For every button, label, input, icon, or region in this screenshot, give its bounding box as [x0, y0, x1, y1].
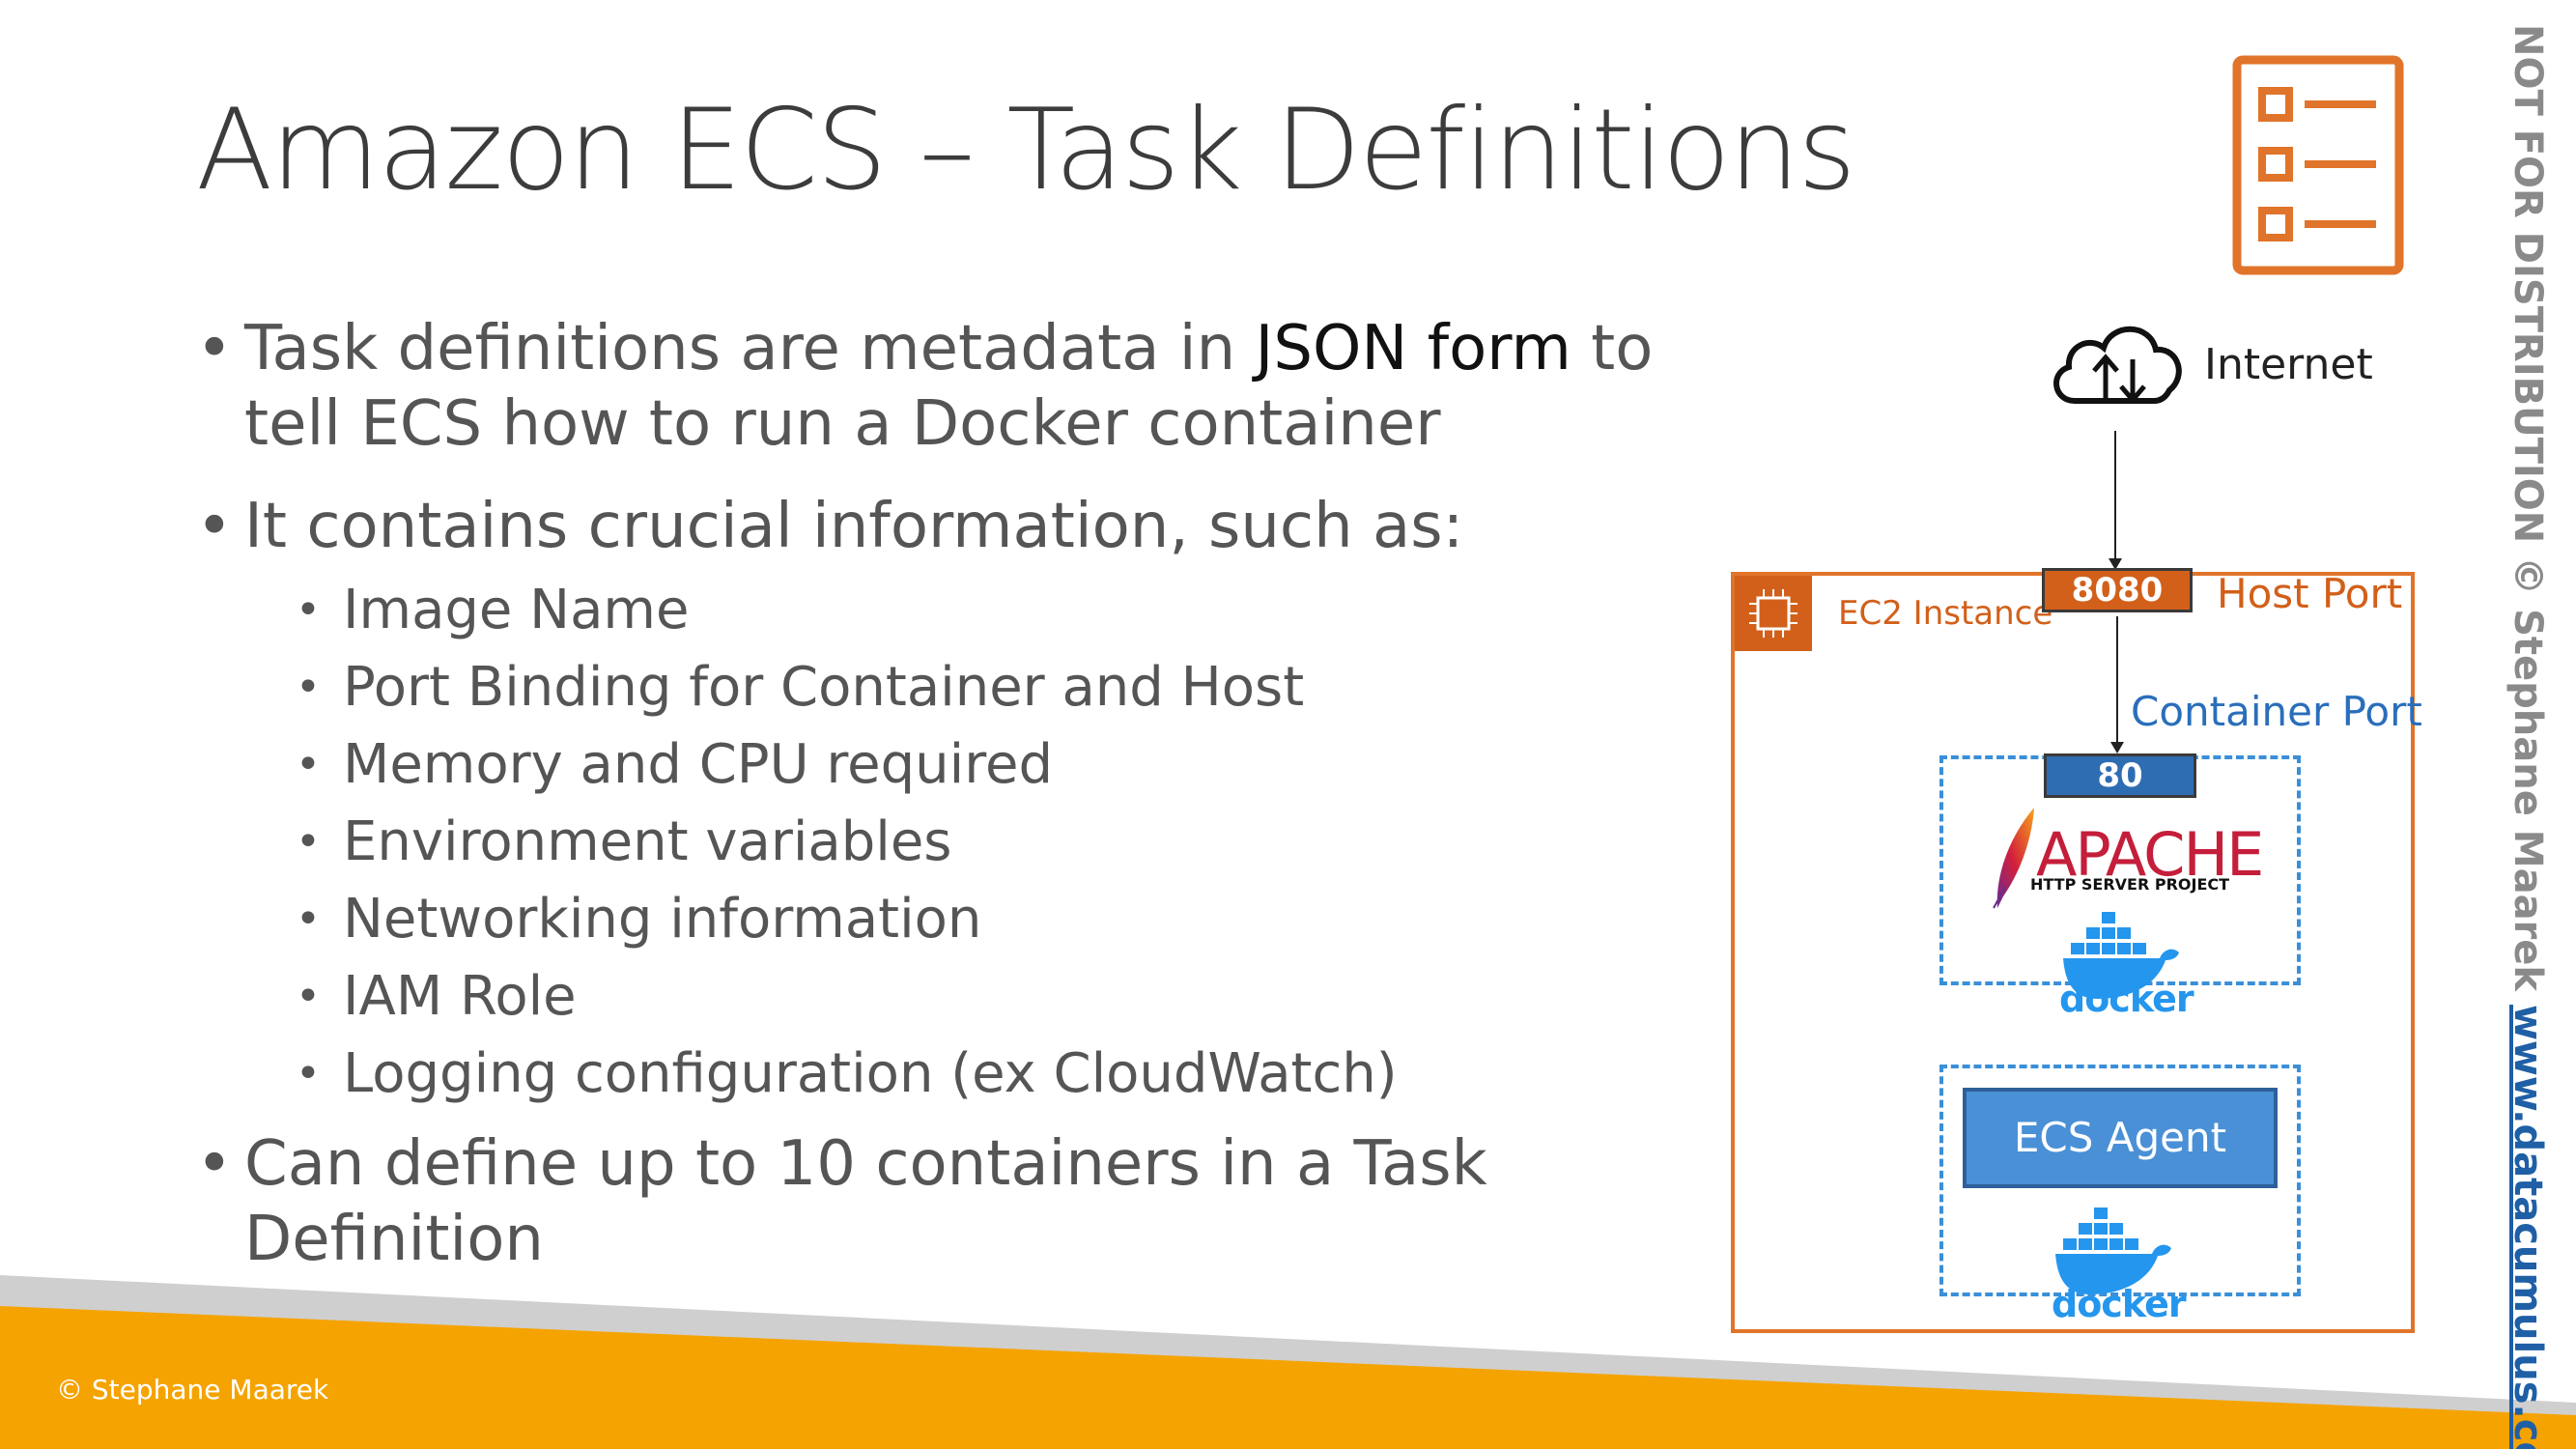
slide-title: Amazon ECS – Task Definitions — [196, 85, 1856, 215]
host-port-badge: 8080 — [2042, 568, 2193, 612]
sub-bullet-text: Networking information — [343, 888, 982, 951]
sub-bullet-item: • Logging configuration (ex CloudWatch) — [196, 1036, 1703, 1113]
bullet-dot: • — [296, 895, 321, 944]
apache-logo-text: APACHE — [2036, 819, 2264, 890]
sub-bullet-text: Environment variables — [343, 810, 952, 873]
sub-bullet-item: • Image Name — [196, 572, 1703, 649]
sub-bullet-item: • Memory and CPU required — [196, 726, 1703, 804]
internet-label: Internet — [2204, 340, 2373, 389]
sub-bullet-list: • Image Name • Port Binding for Container … — [196, 572, 1703, 1113]
bullet-dot: • — [196, 313, 233, 384]
sub-bullet-item: • Port Binding for Container and Host — [196, 649, 1703, 726]
watermark-text: NOT FOR DISTRIBUTION © Stephane Maarek — [2505, 24, 2550, 992]
bullet-item: • It contains crucial information, such … — [196, 489, 1703, 564]
sub-bullet-item: • IAM Role — [196, 958, 1703, 1036]
bullet-dot: • — [296, 663, 321, 712]
watermark-link[interactable]: www.datacumulus.com — [2505, 1004, 2550, 1449]
bullet-text-post: to tell ECS how to run a Docker containe… — [244, 313, 1654, 460]
docker-whale-icon — [2063, 912, 2179, 999]
ecs-agent-box: ECS Agent — [1963, 1088, 2278, 1188]
sub-bullet-text: Image Name — [343, 579, 690, 641]
task-definition-icon — [2232, 55, 2404, 275]
ec2-chip-icon — [1735, 576, 1812, 651]
sub-bullet-text: IAM Role — [343, 965, 577, 1028]
sub-bullet-item: • Environment variables — [196, 804, 1703, 881]
host-port-label: Host Port — [2217, 570, 2403, 617]
sub-bullet-text: Logging configuration (ex CloudWatch) — [343, 1042, 1398, 1105]
bullet-dot: • — [196, 491, 233, 562]
apache-feather-icon — [1993, 808, 2034, 909]
sub-bullet-text: Port Binding for Container and Host — [343, 656, 1305, 719]
docker-whale-icon — [2055, 1208, 2171, 1294]
docker-logo-text: docker — [2059, 978, 2194, 1020]
bullet-dot: • — [296, 740, 321, 789]
bullet-dot: • — [196, 1128, 233, 1200]
watermark: NOT FOR DISTRIBUTION © Stephane Maarek w… — [2505, 24, 2550, 1449]
connector-arrows — [2109, 431, 2124, 753]
bullet-list: • Task definitions are metadata in JSON … — [196, 311, 1703, 1304]
apache-logo-subtext: HTTP SERVER PROJECT — [2030, 875, 2230, 894]
sub-bullet-item: • Networking information — [196, 881, 1703, 958]
ecs-agent-container-box — [1939, 1065, 2301, 1296]
container-port-badge: 80 — [2044, 753, 2196, 798]
bullet-text-strong: JSON form — [1255, 313, 1571, 384]
bullet-dot: • — [296, 817, 321, 867]
bullet-dot: • — [296, 972, 321, 1021]
sub-bullet-text: Memory and CPU required — [343, 733, 1053, 796]
bullet-dot: • — [296, 1049, 321, 1098]
bullet-text: Can define up to 10 containers in a Task… — [244, 1128, 1487, 1275]
bullet-item: • Can define up to 10 containers in a Ta… — [196, 1126, 1703, 1277]
ec2-instance-label: EC2 Instance — [1838, 594, 2053, 633]
bullet-item: • Task definitions are metadata in JSON … — [196, 311, 1703, 462]
bullet-dot: • — [296, 585, 321, 635]
copyright-text: © Stephane Maarek — [56, 1374, 329, 1406]
footer-band — [0, 1275, 2576, 1449]
cloud-upload-download-icon — [2053, 326, 2182, 404]
container-port-label: Container Port — [2131, 688, 2422, 735]
docker-logo-text: docker — [2052, 1283, 2187, 1325]
bullet-text: It contains crucial information, such as… — [244, 491, 1464, 562]
bullet-text-pre: Task definitions are metadata in — [244, 313, 1256, 384]
